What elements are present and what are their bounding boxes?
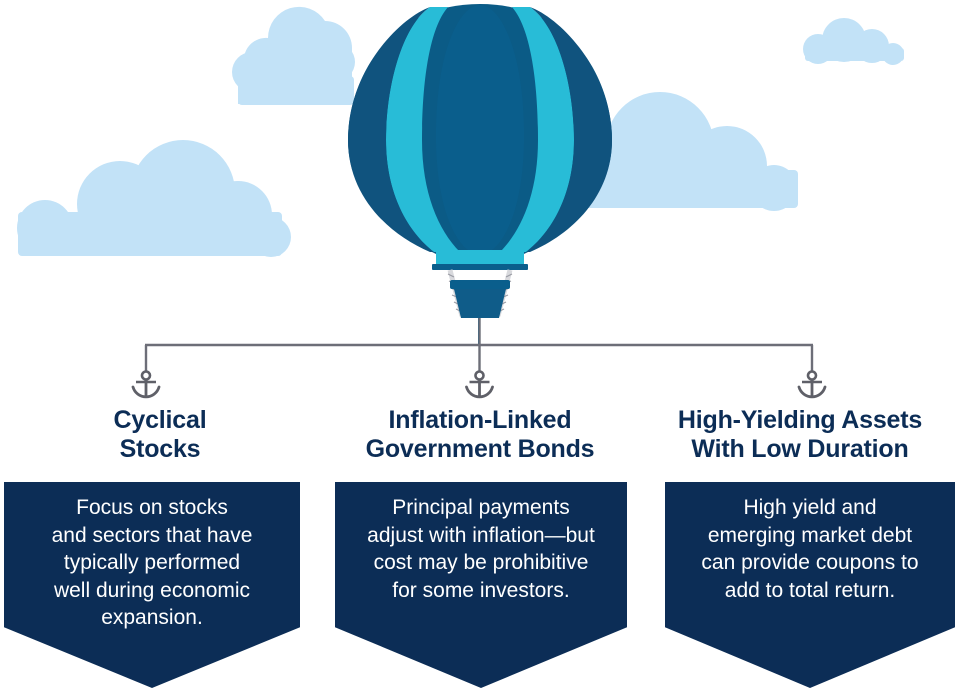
column-banner: High yield and emerging market debt can … — [665, 482, 955, 688]
column-title: High-Yielding Assets With Low Duration — [677, 406, 923, 463]
connector-lines — [144, 318, 814, 372]
category-column-cyclical-stocks: Cyclical Stocks Focus on stocks and sect… — [0, 406, 320, 692]
category-columns: Cyclical Stocks Focus on stocks and sect… — [0, 406, 960, 692]
category-column-inflation-linked-government-bonds: Inflation-Linked Government Bonds Princi… — [320, 406, 640, 692]
column-body-text: High yield and emerging market debt can … — [701, 496, 919, 602]
cloud-icon-top-right — [803, 18, 904, 65]
cloud-icon-left — [17, 140, 291, 257]
balloon-basket — [450, 280, 510, 344]
column-title: Inflation-Linked Government Bonds — [365, 406, 595, 463]
balloon-envelope — [348, 4, 612, 254]
column-body-text: Principal payments adjust with inflation… — [367, 496, 595, 602]
column-banner: Principal payments adjust with inflation… — [335, 482, 627, 688]
anchor-icon-3 — [797, 370, 827, 399]
category-column-high-yielding-assets-with-low-duration: High-Yielding Assets With Low Duration H… — [640, 406, 960, 692]
anchor-icon-2 — [465, 370, 494, 399]
cloud-icon-top-left — [232, 6, 355, 105]
column-body-text: Focus on stocks and sectors that have ty… — [51, 496, 253, 629]
balloon-skirt — [432, 250, 528, 270]
column-banner: Focus on stocks and sectors that have ty… — [4, 482, 300, 688]
column-title: Cyclical Stocks — [113, 406, 207, 463]
anchor-icon-1 — [131, 370, 161, 399]
